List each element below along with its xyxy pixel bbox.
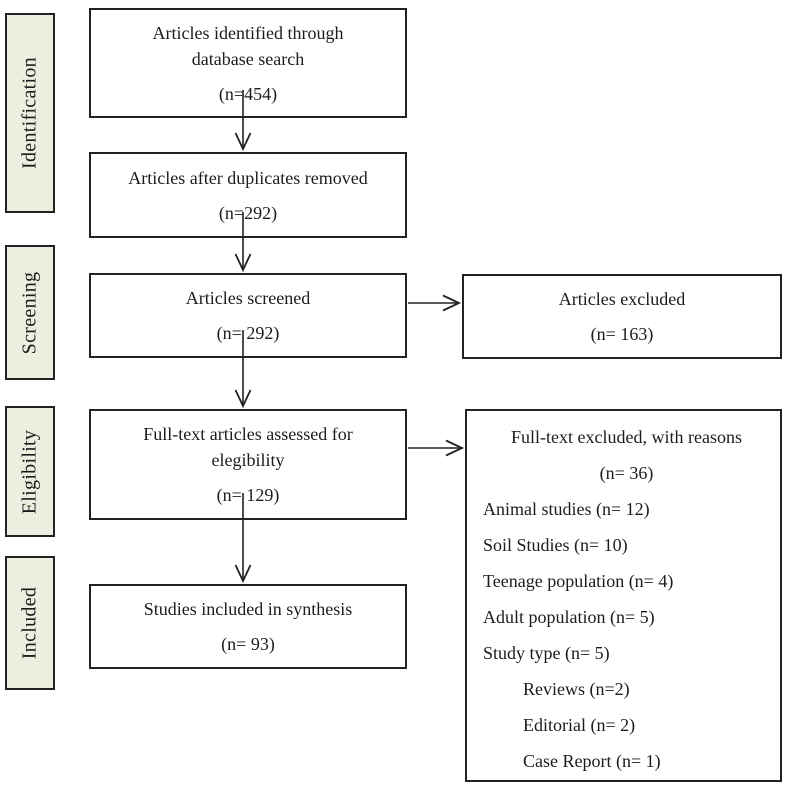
box-articles-identified: Articles identified through database sea… <box>89 8 407 118</box>
box-articles-excluded-count: (n= 163) <box>590 324 654 344</box>
box-studies-included-count: (n= 93) <box>221 634 275 654</box>
box-articles-identified-line2: database search <box>191 48 305 69</box>
box-fulltext-excluded-count: (n= 36) <box>599 463 654 483</box>
box-fulltext-excluded-reasons: Full-text excluded, with reasons (n= 36)… <box>465 409 782 782</box>
box-duplicates-removed-line1: Articles after duplicates removed <box>128 167 368 188</box>
stage-identification: Identification <box>5 13 55 213</box>
stage-included-label: Included <box>18 586 41 660</box>
excluded-reason-study-type: Study type (n= 5) <box>483 643 610 663</box>
box-studies-included: Studies included in synthesis (n= 93) <box>89 584 407 669</box>
box-duplicates-removed-count: (n=292) <box>218 202 278 223</box>
excluded-reason-case-report: Case Report (n= 1) <box>523 751 661 771</box>
excluded-reason-adult-population: Adult population (n= 5) <box>483 607 655 627</box>
box-fulltext-assessed-count: (n= 129) <box>216 485 280 505</box>
box-articles-screened-line1: Articles screened <box>185 288 311 308</box>
box-fulltext-excluded-title: Full-text excluded, with reasons <box>511 427 742 447</box>
stage-screening-label: Screening <box>18 271 41 354</box>
box-fulltext-assessed: Full-text articles assessed for elegibil… <box>89 409 407 520</box>
box-fulltext-assessed-line2: elegibility <box>211 450 285 470</box>
excluded-reason-reviews: Reviews (n=2) <box>523 679 630 699</box>
box-articles-identified-line1: Articles identified through <box>152 22 344 43</box>
box-fulltext-assessed-line1: Full-text articles assessed for <box>143 424 353 444</box>
excluded-reason-animal-studies: Animal studies (n= 12) <box>483 499 650 519</box>
box-articles-screened: Articles screened (n= 292) <box>89 273 407 358</box>
excluded-reason-teenage-population: Teenage population (n= 4) <box>483 571 674 591</box>
box-articles-excluded-line1: Articles excluded <box>558 289 686 309</box>
stage-eligibility-label: Eligibility <box>18 429 41 514</box>
excluded-reason-editorial: Editorial (n= 2) <box>523 715 636 735</box>
stage-eligibility: Eligibility <box>5 406 55 537</box>
box-studies-included-line1: Studies included in synthesis <box>143 599 353 619</box>
box-duplicates-removed: Articles after duplicates removed (n=292… <box>89 152 407 238</box>
box-articles-identified-count: (n=454) <box>218 83 278 104</box>
box-articles-excluded: Articles excluded (n= 163) <box>462 274 782 359</box>
excluded-reason-soil-studies: Soil Studies (n= 10) <box>483 535 628 555</box>
stage-identification-label: Identification <box>18 57 41 169</box>
box-articles-screened-count: (n= 292) <box>216 323 280 343</box>
stage-screening: Screening <box>5 245 55 380</box>
stage-included: Included <box>5 556 55 690</box>
